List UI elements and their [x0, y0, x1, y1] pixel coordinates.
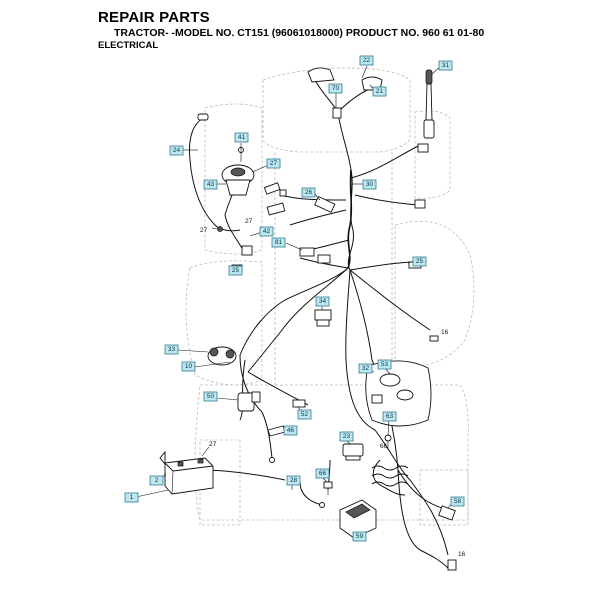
svg-text:27: 27: [270, 160, 278, 167]
svg-text:21: 21: [376, 88, 384, 95]
callout-41: 41: [234, 132, 249, 143]
svg-text:70: 70: [332, 85, 340, 92]
svg-text:26: 26: [305, 189, 313, 196]
svg-text:42: 42: [263, 228, 271, 235]
svg-text:66: 66: [319, 470, 327, 477]
chassis-outline: [185, 67, 475, 526]
callout-43: 43: [203, 179, 218, 190]
callout-42: 42: [259, 226, 274, 237]
callout-25-left: 25: [228, 265, 243, 276]
callout-81: 81: [271, 237, 286, 248]
callout-22: 22: [359, 55, 374, 66]
callout-59: 59: [352, 531, 367, 542]
svg-text:52: 52: [301, 411, 309, 418]
svg-text:34: 34: [319, 298, 327, 305]
callout-21: 21: [372, 86, 387, 97]
svg-text:43: 43: [207, 181, 215, 188]
svg-text:33: 33: [168, 346, 176, 353]
svg-text:46: 46: [287, 427, 295, 434]
svg-text:25: 25: [416, 258, 424, 265]
header: REPAIR PARTS: [98, 9, 210, 26]
label-66-small: 66: [380, 443, 388, 450]
callout-70: 70: [328, 83, 343, 94]
callout-31: 31: [438, 60, 453, 71]
callout-26: 26: [301, 187, 316, 198]
callout-30: 30: [362, 179, 377, 190]
svg-text:23: 23: [343, 433, 351, 440]
callout-28: 28: [286, 475, 301, 486]
svg-text:31: 31: [442, 62, 450, 69]
callout-34: 34: [315, 296, 330, 307]
svg-text:1: 1: [130, 494, 134, 501]
callout-23: 23: [339, 431, 354, 442]
callout-66: 66: [315, 468, 330, 479]
svg-text:24: 24: [173, 147, 181, 154]
label-16-lower: 16: [458, 551, 466, 558]
callout-63: 63: [382, 411, 397, 422]
components: [159, 67, 457, 571]
svg-text:63: 63: [386, 413, 394, 420]
svg-text:10: 10: [185, 363, 193, 370]
label-27-left: 27: [200, 227, 208, 234]
callout-24: 24: [169, 145, 184, 156]
callout-50: 50: [203, 391, 218, 402]
callout-2: 2: [149, 475, 164, 486]
callout-1: 1: [124, 492, 139, 503]
callout-27: 27: [266, 158, 281, 169]
label-27-battery: 27: [209, 441, 217, 448]
svg-text:81: 81: [275, 239, 283, 246]
callout-32: 32: [358, 363, 373, 374]
model-subtitle: TRACTOR- -MODEL NO. CT151 (96061018000) …: [114, 27, 485, 39]
svg-text:22: 22: [363, 57, 371, 64]
svg-text:50: 50: [207, 393, 215, 400]
svg-text:2: 2: [155, 477, 159, 484]
svg-text:59: 59: [356, 533, 364, 540]
callout-10: 10: [181, 361, 196, 372]
section-label: ELECTRICAL: [98, 40, 159, 51]
callout-33: 33: [164, 344, 179, 355]
label-16-upper: 16: [441, 329, 449, 336]
svg-text:25: 25: [232, 267, 240, 274]
svg-text:41: 41: [238, 134, 246, 141]
callout-46: 46: [283, 425, 298, 436]
page-title: REPAIR PARTS: [98, 9, 210, 26]
svg-text:28: 28: [290, 477, 298, 484]
svg-text:58: 58: [454, 498, 462, 505]
callout-53: 53: [377, 359, 392, 370]
svg-text:53: 53: [381, 361, 389, 368]
label-27-right: 27: [245, 218, 253, 225]
svg-text:30: 30: [366, 181, 374, 188]
callout-52: 52: [297, 409, 312, 420]
svg-text:32: 32: [362, 365, 370, 372]
callout-25-right: 25: [412, 256, 427, 267]
callout-58: 58: [450, 496, 465, 507]
